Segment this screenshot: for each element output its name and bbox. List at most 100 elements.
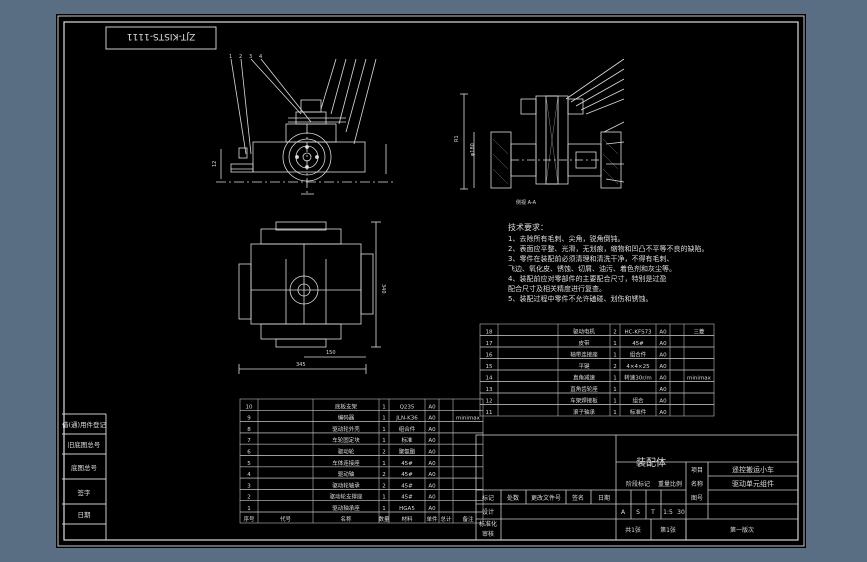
project-label: 项目: [691, 467, 703, 474]
rev-label-0: 标记: [482, 494, 494, 502]
title-block-text: 装配体 项目 遥控搬运小车 名称 驱动单元组件 图号 阶段标记 重量 比例 A …: [479, 456, 774, 538]
bom-lower-cell-mat: 45#: [401, 461, 413, 467]
title-code-box: ZJT-KISTS-1111: [105, 26, 217, 50]
bom-upper-cell-no: 14: [486, 376, 493, 382]
bom-upper-cell-name: 轴带连接座: [570, 351, 598, 359]
bom-lower-cell-mat: HGA5: [399, 506, 415, 512]
bom-lower-cell-name: 车体连接座: [332, 459, 360, 467]
bom-upper-cell-no: 13: [486, 387, 493, 393]
bom-upper-cell-scale: A0: [659, 399, 667, 405]
bom-upper-cell-no: 18: [486, 330, 493, 336]
bom-lower-cell-name: 车轮固定块: [332, 436, 360, 444]
bom-header-cell-qty: 数量: [378, 515, 390, 523]
bom-upper-cell-mat: 转速30r/m: [624, 374, 651, 382]
bom-upper-cell-no: 12: [486, 399, 493, 405]
dim-d3: 345: [296, 362, 306, 368]
requirement-line-4: 4、装配前应对零部件的主要配合尺寸，特别是过盈: [508, 274, 666, 283]
bom-header-cell-code: 代号: [280, 515, 292, 523]
bom-upper-cell-qty: 1: [613, 410, 617, 416]
bom-lower-cell-name: 编码器: [338, 414, 355, 422]
bom-upper-cell-no: 15: [486, 364, 493, 370]
top-view: 345 150 340: [238, 221, 386, 374]
bom-upper-cell-name: 直角减速: [573, 374, 596, 382]
bom-lower-cell-no: 10: [246, 404, 253, 410]
bom-upper-cell-note: minimax: [687, 376, 712, 382]
bom-lower-cell-mat: 组合件: [399, 425, 416, 433]
outer-border: [57, 15, 805, 547]
bom-upper-cell-no: 16: [486, 353, 493, 359]
bom-upper-cell-qty: 2: [613, 364, 617, 370]
bom-lower-cell-name: 驱动轮支撑座: [329, 493, 363, 501]
name-label: 名称: [691, 480, 703, 488]
stage-label: 阶段标记: [626, 480, 650, 488]
bom-lower-cell-qty: 1: [382, 506, 386, 512]
bom-upper-cell-name: 滚子轴承: [573, 408, 596, 416]
bom-lower-cell-scale: A0: [428, 450, 436, 456]
bom-lower-cell-qty: 2: [382, 472, 386, 478]
rev-label-1: 处数: [507, 494, 519, 502]
dim-d1: 340: [380, 284, 386, 294]
sign-label-0: 设计: [482, 508, 494, 516]
drawing-sheet: ZJT-KISTS-1111 借(通)用件登记 旧底图总号 底图总号 签字 日期…: [56, 14, 806, 548]
requirement-line-0: 1、去除所有毛刺、尖角，锐角倒钝。: [508, 234, 624, 243]
bom-upper-cell-name: 平键: [578, 362, 590, 370]
sheet-number: 第1张: [660, 526, 676, 534]
bom-header-cell-scale: 单件: [426, 515, 438, 523]
bom-upper-cell-qty: 1: [613, 399, 617, 405]
title-code-text: ZJT-KISTS-1111: [127, 31, 195, 41]
bom-upper-cell-note: 三菱: [693, 328, 705, 336]
bom-header-row: 序号代号名称数量材料单件总计备注: [239, 511, 484, 524]
bom-header-cell-name: 名称: [340, 515, 352, 523]
dim-d4: 150: [326, 350, 336, 356]
side-label-4: 日期: [78, 511, 92, 519]
bom-upper-cell-mat: 4×4×25: [626, 364, 650, 370]
bom-lower-cell-scale: A0: [428, 404, 436, 410]
sheets-total: 共1张: [625, 526, 641, 534]
bom-lower-cell-scale: A0: [428, 506, 436, 512]
bom-lower-cell-name: 驱动轮: [338, 448, 355, 456]
dim-d7: 12: [212, 161, 218, 167]
bom-lower-cell-no: 9: [247, 416, 251, 422]
rev-label-3: 签名: [572, 494, 584, 502]
scale-label: 比例: [670, 480, 682, 488]
side-label-1: 旧底图总号: [68, 440, 101, 449]
bom-lower-cell-no: 2: [247, 495, 251, 501]
bom-lower-cell-scale: A0: [428, 438, 436, 444]
bom-lower-cell-qty: 2: [382, 483, 386, 489]
bom-lower-cell-scale: A0: [428, 472, 436, 478]
bom-upper-cell-name: 直角齿轮座: [570, 385, 598, 393]
bom-upper-cell-scale: A0: [659, 410, 667, 416]
bom-upper-cell-qty: 1: [613, 376, 617, 382]
rev-label-4: 日期: [598, 494, 610, 502]
bom-lower-cell-no: 4: [247, 472, 251, 478]
bom-lower-cell-note: minimax: [456, 416, 481, 422]
bom-lower-cell-qty: 1: [382, 416, 386, 422]
bom-header-row-序号: 序号代号名称数量材料单件总计备注: [239, 511, 484, 524]
bom-lower-cell-qty: 1: [382, 404, 386, 410]
requirement-line-3: 飞边、氧化皮、锈蚀、切屑、油污、着色剂和灰尘等。: [508, 264, 676, 273]
bom-lower-cell-scale: A0: [428, 416, 436, 422]
bom-lower-cell-qty: 1: [382, 461, 386, 467]
stage-letter-2: T: [650, 509, 655, 516]
bom-upper-cell-qty: 2: [613, 330, 617, 336]
bom-lower-cell-no: 3: [247, 483, 251, 489]
requirements-heading: 技术要求：: [508, 222, 548, 232]
dim-d5: φ180: [470, 143, 476, 156]
bom-lower-cell-no: 6: [247, 450, 251, 456]
bom-lower-cell-mat: JLN-K36: [395, 416, 418, 422]
bom-upper-cell-mat: 标准件: [630, 408, 647, 416]
bom-lower-cell-no: 1: [247, 506, 251, 512]
weight-label: 重量: [658, 480, 670, 488]
bom-lower-cell-mat: 45#: [401, 483, 413, 489]
bom-lower-cell-mat: Q235: [400, 404, 415, 410]
